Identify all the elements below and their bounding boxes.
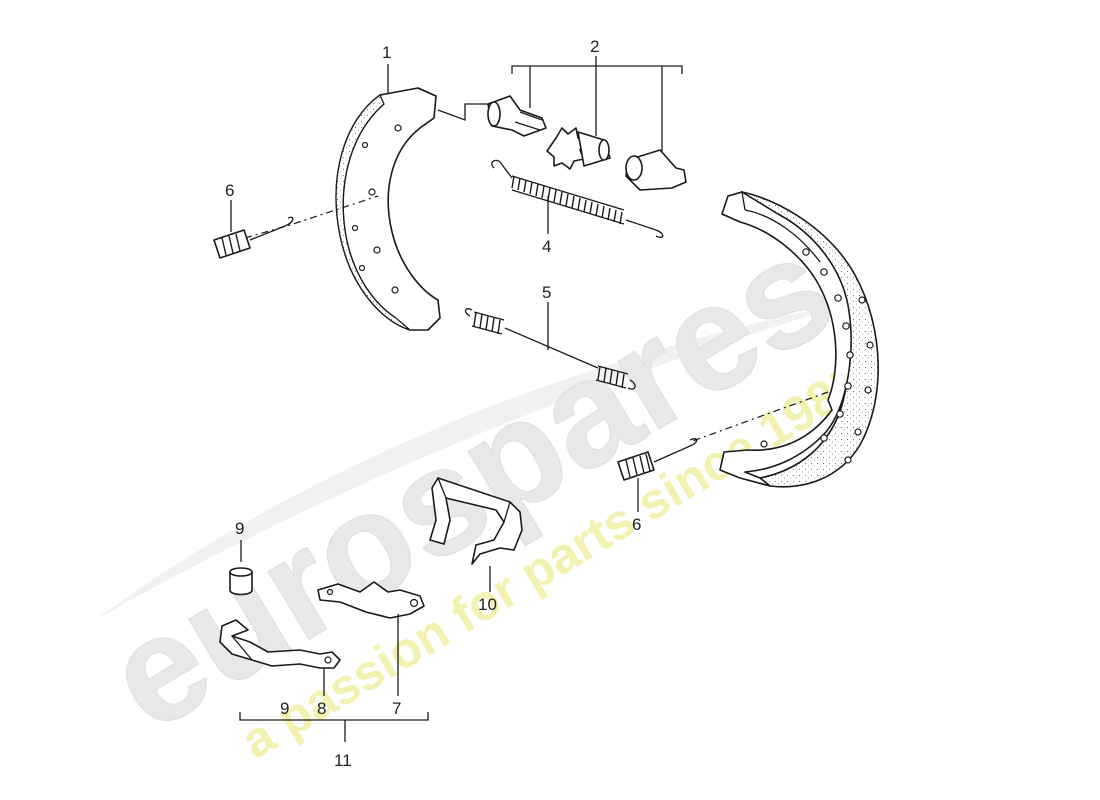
- callout-4: 4: [542, 237, 551, 256]
- callout-7: 7: [392, 699, 401, 718]
- hold-down-spring-right: [617, 438, 698, 481]
- upper-return-spring: [491, 159, 664, 238]
- callout-6-left: 6: [225, 181, 234, 200]
- callout-8: 8: [317, 699, 326, 718]
- lower-spring: [464, 308, 636, 390]
- callout-labels: 1 2 4 5 6 6 9 10 9 8 7 11: [225, 37, 641, 770]
- callout-5: 5: [542, 283, 551, 302]
- callout-9-bottom: 9: [280, 699, 289, 718]
- hold-down-spring-left: [213, 216, 294, 259]
- callout-2: 2: [590, 37, 599, 56]
- adjuster-plate: [317, 581, 425, 619]
- callout-9-top: 9: [235, 519, 244, 538]
- brake-shoe-left: [335, 87, 441, 331]
- adjuster-assembly: [487, 95, 687, 191]
- bushing: [229, 567, 253, 596]
- adjuster-lever: [219, 619, 341, 669]
- leader-dash-right: [689, 391, 829, 443]
- bracket-clip: [429, 477, 523, 565]
- callout-1: 1: [382, 43, 391, 62]
- callout-10: 10: [478, 595, 497, 614]
- watermark: eurospares a passion for parts since 198…: [79, 201, 872, 769]
- callout-leaders: [230, 56, 683, 742]
- callout-6-right: 6: [632, 515, 641, 534]
- watermark-brand: eurospares: [80, 202, 860, 763]
- callout-11: 11: [334, 751, 352, 770]
- leader-dash-left: [244, 195, 379, 239]
- brake-shoe-right: [719, 190, 879, 488]
